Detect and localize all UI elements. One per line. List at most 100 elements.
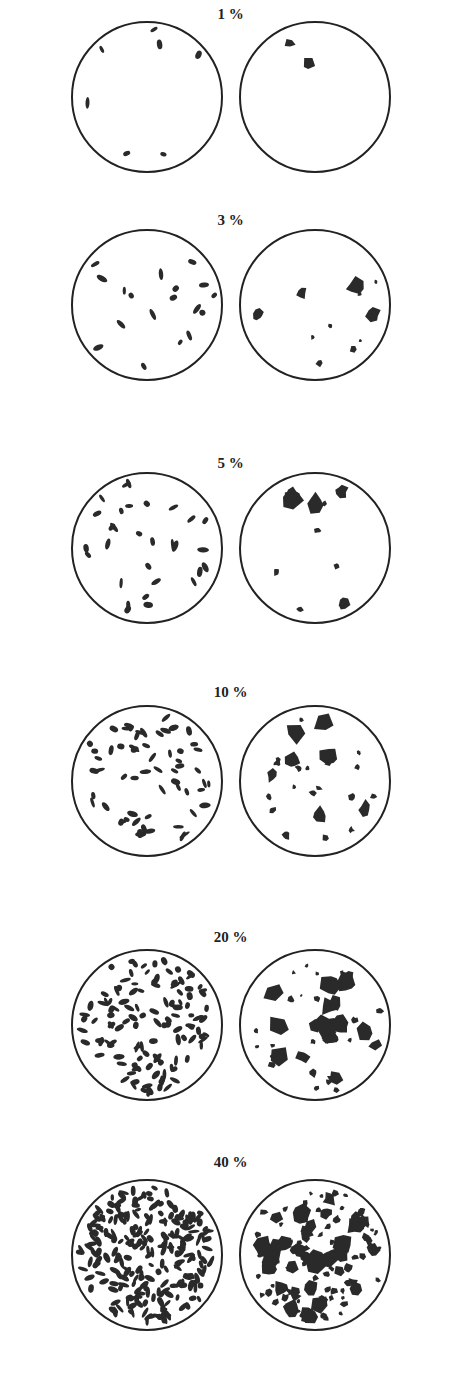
- spot: [178, 1282, 187, 1289]
- spot: [287, 725, 306, 745]
- spot: [98, 494, 106, 503]
- spot: [114, 1023, 125, 1033]
- percent-label: 3 %: [0, 211, 461, 229]
- spot: [95, 1270, 106, 1277]
- spot: [260, 1209, 269, 1214]
- spot: [282, 1294, 289, 1302]
- spot: [347, 1038, 351, 1043]
- spot: [144, 813, 152, 820]
- spot: [168, 1242, 175, 1255]
- spot: [365, 307, 381, 322]
- spot: [103, 1039, 113, 1048]
- spot: [107, 1215, 114, 1224]
- spot: [195, 1026, 201, 1035]
- spot: [360, 1253, 367, 1260]
- spot: [89, 797, 95, 808]
- spot: [354, 764, 360, 770]
- spot: [145, 1234, 155, 1244]
- irregular-spots: [285, 39, 315, 69]
- spot: [103, 1228, 108, 1237]
- spot: [168, 999, 176, 1008]
- spot: [173, 825, 184, 829]
- spot: [143, 1281, 148, 1291]
- spot: [143, 1215, 153, 1227]
- spot: [168, 723, 180, 732]
- spot: [136, 1055, 144, 1063]
- spot: [120, 1075, 131, 1084]
- spot: [375, 280, 378, 284]
- spot: [264, 984, 284, 1001]
- spot: [169, 294, 178, 302]
- spot: [334, 1266, 344, 1276]
- spot: [163, 1217, 167, 1226]
- spot: [182, 1272, 194, 1279]
- spot: [323, 1271, 330, 1277]
- spot: [253, 1236, 274, 1258]
- spot: [182, 1272, 190, 1280]
- elongated-spots: [85, 26, 203, 157]
- spot: [184, 1002, 190, 1010]
- spot: [310, 1039, 315, 1044]
- spot: [94, 1052, 105, 1058]
- spot: [117, 743, 125, 750]
- spot: [100, 990, 110, 998]
- spot: [316, 786, 323, 790]
- spot: [150, 1069, 161, 1081]
- spot: [319, 1194, 323, 1198]
- spot: [137, 988, 145, 994]
- spot: [267, 768, 277, 783]
- spot: [170, 777, 181, 786]
- spot: [187, 258, 197, 266]
- spot: [132, 1229, 144, 1239]
- spot: [162, 1083, 173, 1093]
- spot: [339, 597, 351, 609]
- spot: [372, 1246, 376, 1253]
- spot: [123, 1234, 130, 1242]
- spot: [157, 1058, 165, 1066]
- spot: [304, 1280, 317, 1295]
- field-circle: [240, 950, 390, 1100]
- spot: [186, 991, 194, 1000]
- spot: [199, 282, 209, 288]
- spot: [368, 1039, 382, 1050]
- spot: [118, 1190, 129, 1196]
- spot: [143, 601, 153, 608]
- spot: [199, 802, 211, 808]
- spot: [102, 1251, 112, 1264]
- spot: [123, 1211, 128, 1219]
- spot: [119, 578, 123, 588]
- spot: [210, 292, 218, 299]
- field-circle: [240, 1180, 390, 1330]
- spot: [192, 1212, 203, 1223]
- spot: [320, 1208, 332, 1219]
- spot: [141, 593, 150, 601]
- spot: [91, 792, 96, 800]
- spot: [157, 1244, 167, 1249]
- spot: [285, 39, 296, 46]
- spot: [142, 499, 151, 508]
- spot: [188, 1229, 200, 1233]
- spot: [357, 1022, 373, 1041]
- spot: [160, 151, 167, 157]
- spot: [131, 1280, 137, 1288]
- spot: [285, 1265, 293, 1271]
- spot: [155, 1268, 163, 1276]
- spot: [132, 1223, 139, 1231]
- spot: [107, 1021, 117, 1030]
- spot: [184, 1055, 190, 1064]
- spot: [138, 1011, 147, 1019]
- spot: [171, 979, 179, 986]
- spot: [123, 287, 126, 295]
- spot: [175, 1217, 184, 1221]
- spot: [134, 1207, 141, 1212]
- spot: [92, 1260, 101, 1270]
- spot: [190, 577, 198, 587]
- spot: [198, 988, 208, 998]
- spot: [266, 793, 272, 800]
- irregular-spots: [254, 963, 384, 1093]
- spot: [190, 742, 198, 747]
- spot: [295, 766, 302, 773]
- spot: [324, 1286, 331, 1292]
- spot: [128, 986, 140, 997]
- spot: [118, 998, 131, 1007]
